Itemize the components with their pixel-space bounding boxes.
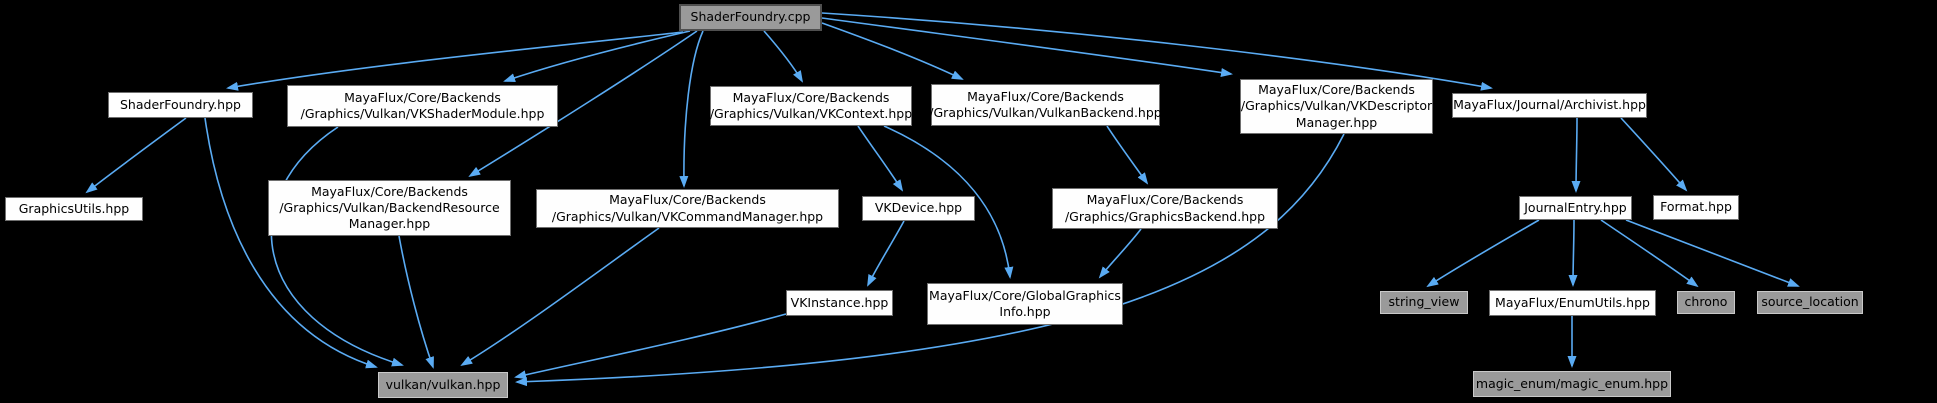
edge-backendresourcemanager-hpp--vulkan-hpp: [398, 235, 434, 369]
edge-vulkanbackend-hpp--graphicsbackend-hpp: [1106, 125, 1149, 185]
node-vulkanbackend-hpp[interactable]: MayaFlux/Core/Backends /Graphics/Vulkan/…: [929, 84, 1162, 126]
node-vkinstance-hpp[interactable]: VKInstance.hpp: [786, 290, 893, 316]
node-vkdescriptormanager-hpp[interactable]: MayaFlux/Core/Backends /Graphics/Vulkan/…: [1240, 79, 1433, 134]
edge-shaderfoundry-cpp--vkcommandmanager-hpp: [679, 30, 704, 188]
edge-shaderfoundry-cpp--vkshadermodule-hpp: [503, 30, 691, 83]
edge-archivist-hpp--format-hpp: [1620, 117, 1688, 192]
edge-shaderfoundry-cpp--vkcontext-hpp: [763, 30, 804, 83]
node-shaderfoundry-hpp[interactable]: ShaderFoundry.hpp: [108, 92, 253, 118]
edge-vkshadermodule-hpp--vulkan-hpp: [270, 126, 404, 367]
node-vkcommandmanager-hpp[interactable]: MayaFlux/Core/Backends /Graphics/Vulkan/…: [536, 189, 839, 228]
edge-journalentry-hpp--string-view: [1426, 219, 1540, 288]
node-vulkan-hpp[interactable]: vulkan/vulkan.hpp: [378, 372, 508, 398]
edge-vkdescriptormanager-hpp--vulkan-hpp: [515, 133, 1345, 387]
edge-shaderfoundry-cpp--backendresourcemanager-hpp: [468, 30, 698, 178]
edge-vkcommandmanager-hpp--vulkan-hpp: [460, 227, 660, 367]
edge-shaderfoundry-cpp--archivist-hpp: [821, 12, 1493, 91]
node-vkshadermodule-hpp[interactable]: MayaFlux/Core/Backends /Graphics/Vulkan/…: [287, 85, 558, 127]
edge-journalentry-hpp--source-location: [1625, 219, 1800, 287]
node-source-location[interactable]: source_location: [1757, 291, 1863, 314]
node-enumutils-hpp[interactable]: MayaFlux/EnumUtils.hpp: [1489, 290, 1656, 316]
edge-archivist-hpp--journalentry-hpp: [1571, 117, 1581, 193]
edge-vkdevice-hpp--vkinstance-hpp: [867, 220, 905, 287]
edge-journalentry-hpp--enumutils-hpp: [1568, 219, 1578, 287]
node-magic-enum-hpp[interactable]: magic_enum/magic_enum.hpp: [1473, 371, 1671, 397]
node-globalgraphicsinfo-hpp[interactable]: MayaFlux/Core/GlobalGraphics Info.hpp: [927, 283, 1123, 325]
edge-shaderfoundry-cpp--vkdescriptormanager-hpp: [821, 17, 1233, 77]
node-vkcontext-hpp[interactable]: MayaFlux/Core/Backends /Graphics/Vulkan/…: [710, 86, 912, 126]
edge-shaderfoundry-hpp--vulkan-hpp: [204, 117, 378, 369]
edge-vkcontext-hpp--globalgraphicsinfo-hpp: [883, 125, 1014, 279]
node-archivist-hpp[interactable]: MayaFlux/Journal/Archivist.hpp: [1452, 93, 1647, 118]
node-shaderfoundry-cpp[interactable]: ShaderFoundry.cpp: [679, 4, 822, 31]
node-graphicsbackend-hpp[interactable]: MayaFlux/Core/Backends /Graphics/Graphic…: [1052, 188, 1278, 229]
node-journalentry-hpp[interactable]: JournalEntry.hpp: [1519, 196, 1632, 220]
node-format-hpp[interactable]: Format.hpp: [1653, 195, 1739, 220]
node-backendresourcemanager-hpp[interactable]: MayaFlux/Core/Backends /Graphics/Vulkan/…: [268, 180, 511, 236]
edge-shaderfoundry-hpp--graphicsutils-hpp: [85, 117, 187, 194]
node-string-view[interactable]: string_view: [1380, 291, 1468, 314]
node-chrono[interactable]: chrono: [1677, 291, 1735, 314]
node-graphicsutils-hpp[interactable]: GraphicsUtils.hpp: [5, 197, 143, 221]
edge-shaderfoundry-cpp--shaderfoundry-hpp: [226, 31, 684, 91]
node-vkdevice-hpp[interactable]: VKDevice.hpp: [862, 196, 975, 221]
edge-vkinstance-hpp--vulkan-hpp: [514, 313, 787, 380]
edge-journalentry-hpp--chrono: [1600, 219, 1699, 288]
edge-graphicsbackend-hpp--globalgraphicsinfo-hpp: [1098, 228, 1142, 279]
edge-vkcontext-hpp--vkdevice-hpp: [857, 125, 904, 192]
edge-shaderfoundry-cpp--vulkanbackend-hpp: [821, 22, 964, 80]
